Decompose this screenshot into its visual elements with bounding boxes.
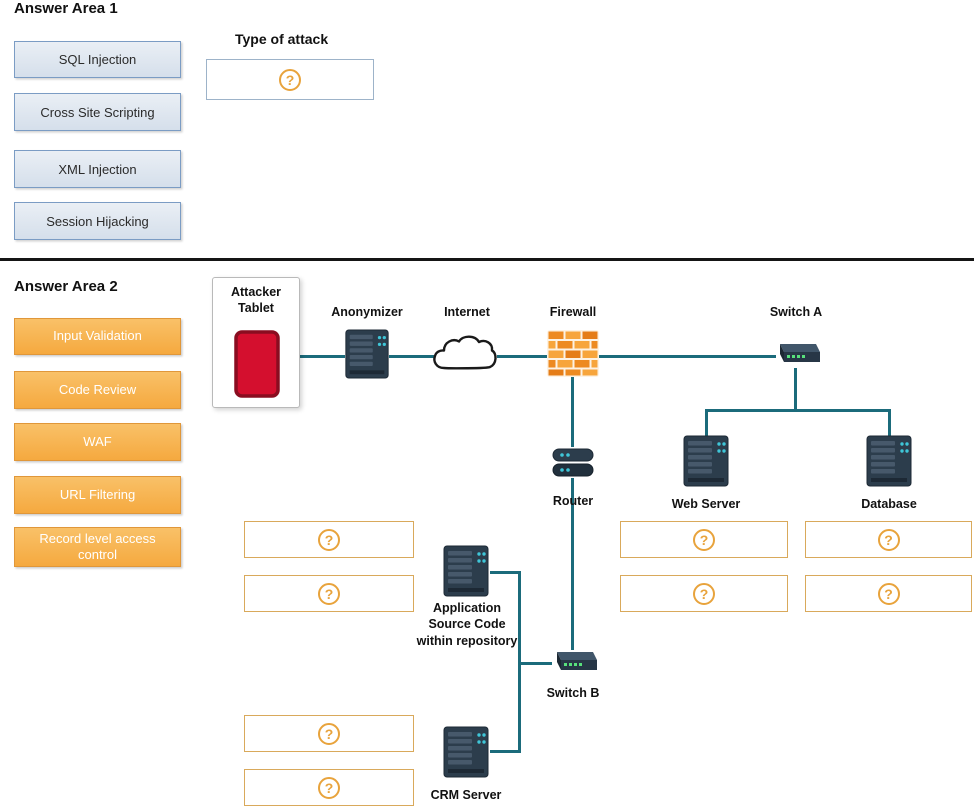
server-icon-anonymizer xyxy=(344,329,390,379)
router-icon xyxy=(551,446,595,480)
question-mark-icon: ? xyxy=(318,582,340,605)
option-waf[interactable]: WAF xyxy=(14,423,181,461)
network-link xyxy=(705,409,708,437)
server-icon-crm xyxy=(442,726,490,778)
server-icon-app-repo xyxy=(442,545,490,597)
attacker-tablet-node: Attacker Tablet xyxy=(212,277,300,408)
network-link xyxy=(571,375,574,447)
option-code-review[interactable]: Code Review xyxy=(14,371,181,409)
drop-zone-crm-1[interactable]: ? xyxy=(244,715,414,752)
drop-zone-database-1[interactable]: ? xyxy=(805,521,972,558)
network-link xyxy=(598,355,776,358)
attack-type-label: Type of attack xyxy=(235,31,329,47)
question-mark-icon: ? xyxy=(877,528,900,551)
drop-zone-web-server-2[interactable]: ? xyxy=(620,575,788,612)
anonymizer-label: Anonymizer xyxy=(331,305,403,319)
option-url-filtering[interactable]: URL Filtering xyxy=(14,476,181,514)
answer-area-2-title: Answer Area 2 xyxy=(14,278,118,295)
database-label: Database xyxy=(861,497,917,511)
question-mark-icon: ? xyxy=(318,722,340,745)
network-link xyxy=(389,355,435,358)
option-sql-injection[interactable]: SQL Injection xyxy=(14,41,181,78)
drop-zone-crm-2[interactable]: ? xyxy=(244,769,414,806)
switch-a-label: Switch A xyxy=(769,305,823,319)
server-icon-database xyxy=(866,435,912,487)
attacker-tablet-label: Attacker Tablet xyxy=(230,285,282,316)
tablet-icon xyxy=(234,330,280,398)
switch-icon-a xyxy=(772,340,820,370)
question-mark-icon: ? xyxy=(693,582,715,605)
network-link xyxy=(518,571,521,753)
network-link xyxy=(888,409,891,437)
network-link xyxy=(520,662,552,665)
network-link xyxy=(571,478,574,650)
web-server-label: Web Server xyxy=(671,497,741,511)
network-link xyxy=(705,409,891,412)
question-mark-icon: ? xyxy=(318,528,340,551)
question-mark-icon: ? xyxy=(693,528,715,551)
drop-zone-app-repo-1[interactable]: ? xyxy=(244,521,414,558)
internet-label: Internet xyxy=(444,305,490,319)
option-session-hijacking[interactable]: Session Hijacking xyxy=(14,202,181,240)
firewall-icon xyxy=(547,330,599,377)
router-label: Router xyxy=(552,494,594,508)
question-mark-icon: ? xyxy=(279,68,301,91)
cloud-icon xyxy=(431,333,499,375)
answer-area-1-title: Answer Area 1 xyxy=(14,0,118,17)
network-link xyxy=(497,355,548,358)
question-mark-icon: ? xyxy=(318,776,340,799)
switch-b-label: Switch B xyxy=(546,686,600,700)
option-xml-injection[interactable]: XML Injection xyxy=(14,150,181,188)
question-mark-icon: ? xyxy=(877,582,900,605)
app-repo-label: Application Source Code within repositor… xyxy=(416,601,518,648)
switch-icon-b xyxy=(549,648,597,678)
option-input-validation[interactable]: Input Validation xyxy=(14,318,181,355)
firewall-label: Firewall xyxy=(549,305,597,319)
server-icon-web xyxy=(683,435,729,487)
network-link xyxy=(490,571,521,574)
crm-server-label: CRM Server xyxy=(430,788,502,802)
network-link xyxy=(490,750,521,753)
section-divider xyxy=(0,258,974,261)
network-link xyxy=(794,368,797,411)
drop-zone-attack-type[interactable]: ? xyxy=(206,59,374,100)
option-cross-site-scripting[interactable]: Cross Site Scripting xyxy=(14,93,181,131)
drop-zone-database-2[interactable]: ? xyxy=(805,575,972,612)
option-record-level-access-control[interactable]: Record level access control xyxy=(14,527,181,567)
drop-zone-web-server-1[interactable]: ? xyxy=(620,521,788,558)
network-link xyxy=(300,355,345,358)
drop-zone-app-repo-2[interactable]: ? xyxy=(244,575,414,612)
